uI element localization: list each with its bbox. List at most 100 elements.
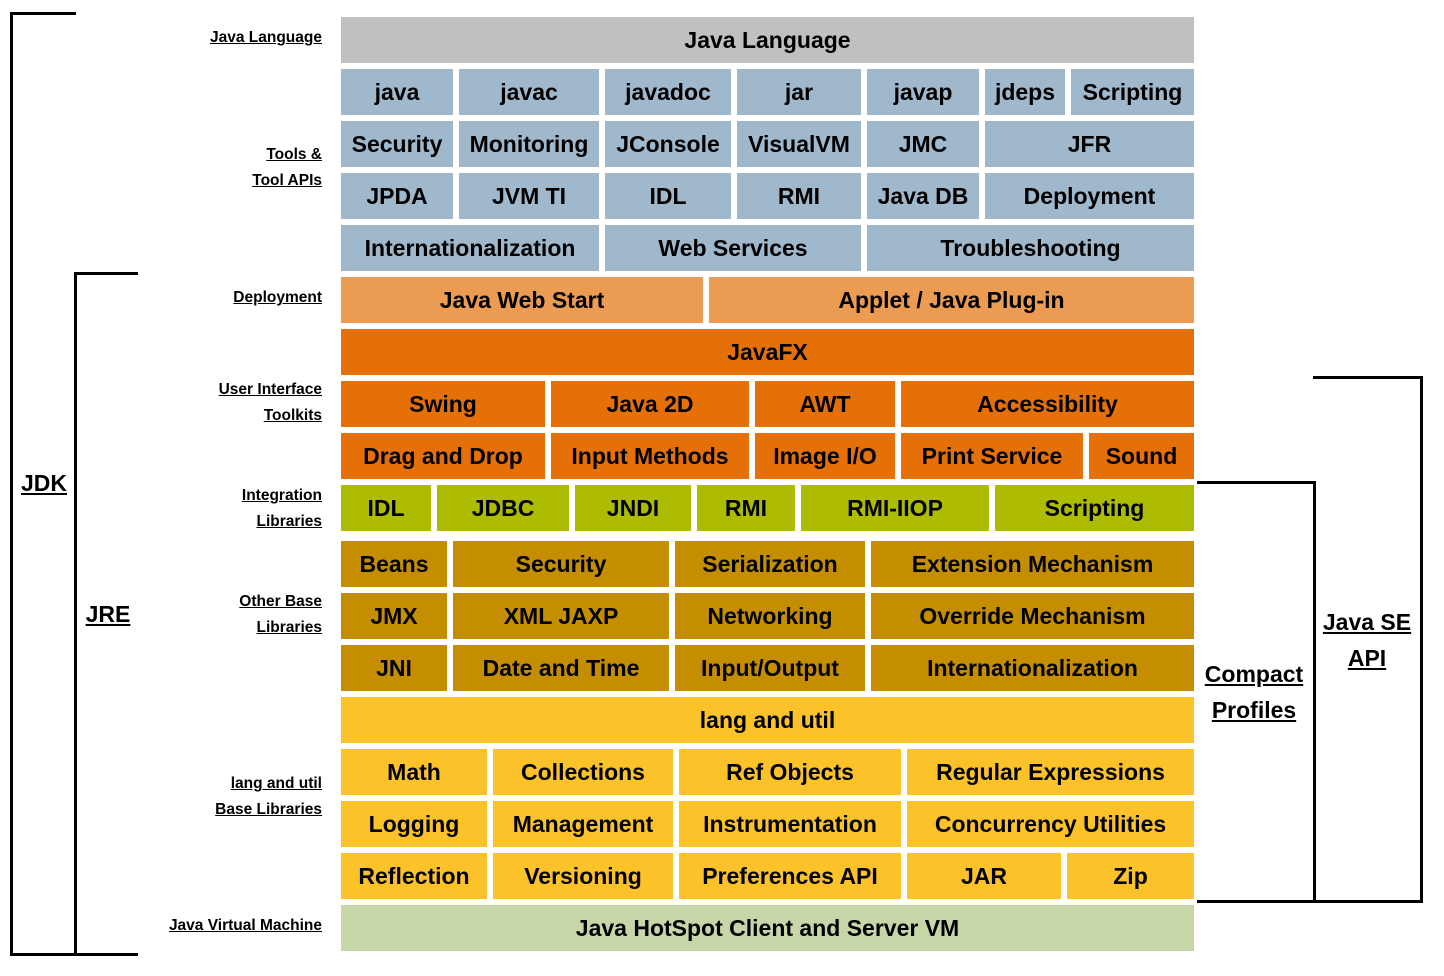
cell-beans: Beans (338, 538, 450, 590)
cell-deployment-tools: Deployment (982, 170, 1197, 222)
cell-internationalization-base: Internationalization (868, 642, 1197, 694)
cell-jdbc: JDBC (434, 482, 572, 534)
cell-scripting-integration: Scripting (992, 482, 1197, 534)
side-label-deployment: Deployment (233, 289, 322, 306)
row-tools-2: Security Monitoring JConsole VisualVM JM… (338, 118, 1197, 170)
side-label-java-language: Java Language (210, 29, 322, 46)
cell-print-service: Print Service (898, 430, 1086, 482)
jre-bracket-top (74, 272, 138, 275)
jre-bracket-bottom (74, 953, 138, 956)
cell-sound: Sound (1086, 430, 1197, 482)
cell-security-base: Security (450, 538, 672, 590)
javase-bracket-bottom (1313, 900, 1423, 903)
cell-java-language: Java Language (338, 14, 1197, 66)
cell-logging: Logging (338, 798, 490, 850)
side-label-ui-line2: Toolkits (263, 407, 322, 424)
cell-java-2d: Java 2D (548, 378, 752, 430)
cell-jmx: JMX (338, 590, 450, 642)
cell-jndi: JNDI (572, 482, 694, 534)
cell-versioning: Versioning (490, 850, 676, 902)
row-lang-2: Logging Management Instrumentation Concu… (338, 798, 1197, 850)
cell-input-methods: Input Methods (548, 430, 752, 482)
cell-javafx: JavaFX (338, 326, 1197, 378)
cell-rmi-iiop: RMI-IIOP (798, 482, 992, 534)
cell-java-db: Java DB (864, 170, 982, 222)
row-tools-4: Internationalization Web Services Troubl… (338, 222, 1197, 274)
cell-jconsole: JConsole (602, 118, 734, 170)
cell-reflection: Reflection (338, 850, 490, 902)
row-other-1: Beans Security Serialization Extension M… (338, 538, 1197, 590)
cell-javap: javap (864, 66, 982, 118)
side-label-lang-util: lang and util Base Libraries (215, 771, 322, 823)
cell-input-output: Input/Output (672, 642, 868, 694)
row-lang-3: Reflection Versioning Preferences API JA… (338, 850, 1197, 902)
row-integration: IDL JDBC JNDI RMI RMI-IIOP Scripting (338, 482, 1197, 534)
jre-bracket-vertical (74, 272, 77, 956)
row-ui-2: Drag and Drop Input Methods Image I/O Pr… (338, 430, 1197, 482)
cell-jfr: JFR (982, 118, 1197, 170)
cell-image-io: Image I/O (752, 430, 898, 482)
cell-lang-and-util: lang and util (338, 694, 1197, 746)
row-jvm: Java HotSpot Client and Server VM (338, 902, 1197, 954)
side-label-tools-line1: Tools & (266, 146, 322, 163)
cell-jmc: JMC (864, 118, 982, 170)
cell-rmi-integration: RMI (694, 482, 798, 534)
cell-extension-mechanism: Extension Mechanism (868, 538, 1197, 590)
javase-bracket-vertical (1420, 376, 1423, 903)
cell-override-mechanism: Override Mechanism (868, 590, 1197, 642)
cell-hotspot-vm: Java HotSpot Client and Server VM (338, 902, 1197, 954)
side-label-lang-line1: lang and util (230, 775, 322, 792)
cell-networking: Networking (672, 590, 868, 642)
side-label-integration-line1: Integration (241, 487, 322, 504)
side-label-tools: Tools & Tool APIs (252, 142, 322, 194)
row-lang-1: Math Collections Ref Objects Regular Exp… (338, 746, 1197, 798)
cell-web-services: Web Services (602, 222, 864, 274)
compact-bracket-bottom (1196, 900, 1316, 903)
row-tools-1: java javac javadoc jar javap jdeps Scrip… (338, 66, 1197, 118)
side-label-integration: Integration Libraries (242, 483, 322, 535)
cell-idl-integration: IDL (338, 482, 434, 534)
cell-javac: javac (456, 66, 602, 118)
cell-serialization: Serialization (672, 538, 868, 590)
cell-instrumentation: Instrumentation (676, 798, 904, 850)
cell-swing: Swing (338, 378, 548, 430)
jdk-bracket-top (10, 12, 76, 15)
compact-bracket-top (1196, 481, 1316, 484)
cell-java-web-start: Java Web Start (338, 274, 706, 326)
jdk-label: JDK (20, 470, 67, 496)
row-javafx: JavaFX (338, 326, 1197, 378)
cell-collections: Collections (490, 746, 676, 798)
cell-internationalization-tools: Internationalization (338, 222, 602, 274)
cell-jvm-ti: JVM TI (456, 170, 602, 222)
row-ui-1: Swing Java 2D AWT Accessibility (338, 378, 1197, 430)
row-lang-util: lang and util (338, 694, 1197, 746)
cell-idl-tools: IDL (602, 170, 734, 222)
cell-drag-and-drop: Drag and Drop (338, 430, 548, 482)
cell-visualvm: VisualVM (734, 118, 864, 170)
side-label-tools-line2: Tool APIs (252, 172, 322, 189)
cell-accessibility: Accessibility (898, 378, 1197, 430)
cell-awt: AWT (752, 378, 898, 430)
cell-math: Math (338, 746, 490, 798)
cell-jdeps: jdeps (982, 66, 1068, 118)
compact-profiles-label: Compact Profiles (1198, 656, 1310, 728)
compact-bracket-vertical (1313, 481, 1316, 903)
java-se-api-label: Java SE API (1316, 604, 1418, 676)
row-deployment: Java Web Start Applet / Java Plug-in (338, 274, 1197, 326)
javase-label-line1: Java SE (1322, 609, 1412, 635)
row-other-3: JNI Date and Time Input/Output Internati… (338, 642, 1197, 694)
jdk-bracket-bottom (10, 953, 76, 956)
side-label-jvm: Java Virtual Machine (168, 917, 322, 934)
cell-date-and-time: Date and Time (450, 642, 672, 694)
side-label-ui-toolkits: User Interface Toolkits (219, 377, 322, 429)
cell-regular-expressions: Regular Expressions (904, 746, 1197, 798)
cell-management: Management (490, 798, 676, 850)
row-tools-3: JPDA JVM TI IDL RMI Java DB Deployment (338, 170, 1197, 222)
side-label-other-line2: Libraries (256, 619, 322, 636)
compact-label-line1: Compact (1204, 661, 1304, 687)
cell-security-tools: Security (338, 118, 456, 170)
cell-preferences-api: Preferences API (676, 850, 904, 902)
cell-jar-lib: JAR (904, 850, 1064, 902)
side-label-lang-line2: Base Libraries (215, 801, 322, 818)
cell-jar: jar (734, 66, 864, 118)
